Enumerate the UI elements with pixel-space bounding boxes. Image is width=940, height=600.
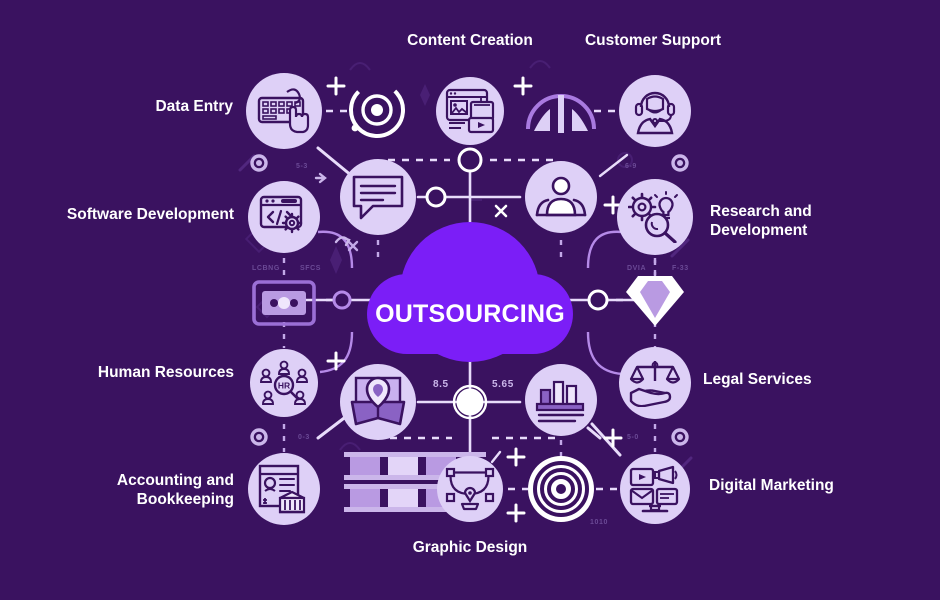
- node-digital-marketing[interactable]: [620, 454, 690, 524]
- node-team-hub[interactable]: [525, 161, 597, 233]
- label-data-entry: Data Entry: [155, 98, 233, 115]
- micro-text-dvia: DVIA: [627, 265, 647, 272]
- label-research-development: Research and Development: [710, 203, 812, 240]
- node-chat-hub[interactable]: [340, 159, 416, 235]
- node-research-development[interactable]: [617, 179, 693, 255]
- code-window-gear-icon: [259, 195, 303, 234]
- micro-text-f33: F-33: [672, 265, 689, 272]
- label-software-development: Software Development: [66, 206, 234, 223]
- node-software-development[interactable]: [248, 181, 320, 253]
- micro-text-lcbng: LCBNG: [252, 265, 280, 272]
- core-pill: [367, 274, 573, 354]
- node-data-entry[interactable]: [246, 73, 322, 149]
- photo-pin-icon: [350, 376, 406, 426]
- node-customer-support[interactable]: [619, 75, 691, 147]
- label-human-resources: Human Resources: [97, 364, 234, 381]
- keyboard-hand-icon: [257, 88, 310, 134]
- label-graphic-design: Graphic Design: [412, 539, 528, 556]
- center-core[interactable]: OUTSOURCING: [367, 222, 573, 388]
- micro-text-85: 8.5: [433, 379, 449, 390]
- team-person-icon: [535, 176, 587, 217]
- label-digital-marketing: Digital Marketing: [709, 477, 834, 494]
- spiral-target-icon: [349, 82, 405, 138]
- micro-text-69: 6-9: [625, 163, 637, 170]
- node-human-resources[interactable]: HR: [250, 349, 318, 417]
- chat-bubble-icon: [352, 175, 404, 220]
- node-target[interactable]: [528, 456, 594, 522]
- label-accounting: Accounting and Bookkeeping: [116, 472, 234, 509]
- node-content-creation[interactable]: [436, 77, 504, 145]
- node-legal-services[interactable]: [619, 347, 691, 419]
- bullseye-icon: [533, 461, 589, 517]
- node-graphic-design[interactable]: [437, 456, 503, 522]
- hr-network-icon: HR: [260, 360, 308, 405]
- gem-icon: [626, 276, 684, 326]
- micro-text-1010: 1010: [590, 519, 608, 526]
- label-customer-support: Customer Support: [584, 32, 722, 49]
- cassette-icon: [252, 280, 316, 326]
- micro-text-53: 5-3: [296, 163, 308, 170]
- micro-text-565: 5.65: [492, 379, 514, 390]
- label-content-creation: Content Creation: [407, 32, 533, 49]
- label-legal-services: Legal Services: [703, 371, 812, 388]
- headset-agent-icon: [634, 91, 676, 135]
- bar-chart-icon: [535, 380, 585, 423]
- scales-hand-icon: [629, 361, 681, 407]
- pen-tool-icon: [445, 467, 495, 511]
- micro-text-03: 0-3: [298, 434, 310, 441]
- node-analytics-hub[interactable]: [525, 364, 597, 436]
- marketing-screen-icon: [629, 465, 679, 513]
- center-title: OUTSOURCING: [375, 299, 565, 328]
- node-accounting[interactable]: [248, 453, 320, 525]
- gear-bulb-search-icon: [628, 191, 678, 243]
- svg-text:HR: HR: [278, 381, 290, 391]
- micro-text-sfcs: SFCS: [300, 265, 322, 272]
- invoice-bank-icon: [258, 464, 306, 514]
- media-layout-icon: [445, 88, 495, 134]
- gauge-chart-icon: [526, 94, 596, 133]
- micro-text-50: 5-0: [627, 434, 639, 441]
- node-photo-hub[interactable]: [340, 364, 416, 440]
